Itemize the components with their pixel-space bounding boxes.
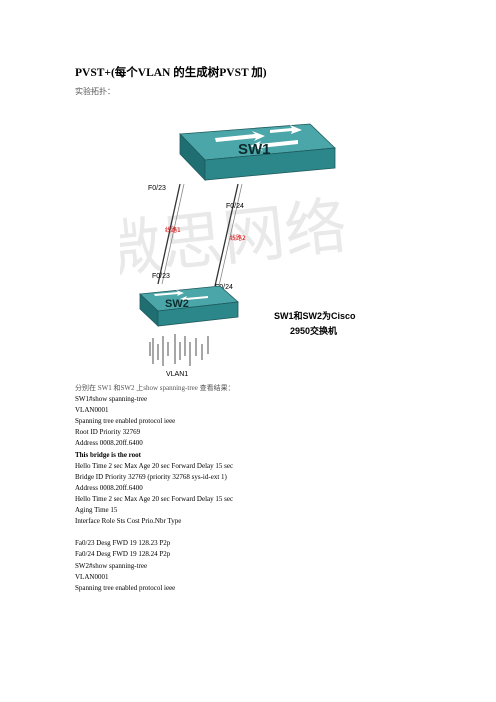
body-line: Spanning tree enabled protocol ieee: [75, 417, 176, 426]
note-line2: 2950交换机: [290, 325, 337, 336]
body-line: Address 0008.20ff.6400: [75, 483, 143, 492]
sw1-label: SW1: [238, 141, 271, 158]
link2-tag: 线路2: [230, 234, 246, 242]
body-text: 分别在 SW1 和SW2 上show spanning-tree 查看结果： SW…: [75, 383, 405, 594]
sw2-switch-icon: [139, 285, 239, 327]
body-line: Interface Role Sts Cost Prio.Nbr Type: [75, 517, 182, 526]
cables: [157, 183, 243, 287]
topology-caption: 实验拓扑：: [75, 87, 115, 96]
sw1-port-f023: F0/23: [148, 185, 166, 192]
note-line1: SW1和SW2为Cisco: [274, 310, 356, 321]
vlan-hosts-icon: [149, 334, 209, 366]
cable-f024: [214, 183, 239, 287]
page-title: PVST+(每个VLAN 的生成树PVST 加): [75, 67, 267, 79]
vlan-label: VLAN1: [166, 371, 188, 378]
body-line: This bridge is the root: [75, 450, 141, 459]
body-line: Fa0/23 Desg FWD 19 128.23 P2p: [75, 539, 171, 548]
body-line: Root ID Priority 32769: [75, 428, 141, 437]
body-line: Spanning tree enabled protocol ieee: [75, 583, 176, 592]
body-line: SW2#show spanning-tree: [75, 561, 148, 570]
body-line: Address 0008.20ff.6400: [75, 439, 143, 448]
cable-f024-b: [218, 183, 243, 287]
body-line: Fa0/24 Desg FWD 19 128.24 P2p: [75, 550, 171, 559]
sw1-switch-icon: [179, 123, 336, 181]
body-line: VLAN0001: [75, 572, 109, 581]
sw2-port-f023: F0/23: [152, 273, 170, 280]
sw2-port-f024: F0/24: [215, 284, 233, 291]
sw1-port-f024: F0/24: [226, 203, 244, 210]
sw2-label: SW2: [165, 298, 189, 310]
body-line: 分别在 SW1 和SW2 上show spanning-tree 查看结果：: [75, 384, 235, 392]
body-line: Aging Time 15: [75, 506, 118, 515]
link1-tag: 线路1: [165, 226, 181, 234]
body-line: Hello Time 2 sec Max Age 20 sec Forward …: [75, 494, 234, 503]
body-line: Hello Time 2 sec Max Age 20 sec Forward …: [75, 461, 234, 470]
body-line: SW1#show spanning-tree: [75, 395, 148, 404]
cable-f023: [157, 183, 181, 285]
body-line: VLAN0001: [75, 406, 109, 415]
topology-diagram: 微思网络 SW1 F0/23 F0/24 线路1 线路2 F0/23 F0/24…: [120, 123, 356, 378]
body-line: Bridge ID Priority 32769 (priority 32768…: [75, 472, 227, 481]
body-line: [75, 527, 405, 538]
cable-f023-b: [161, 183, 185, 285]
